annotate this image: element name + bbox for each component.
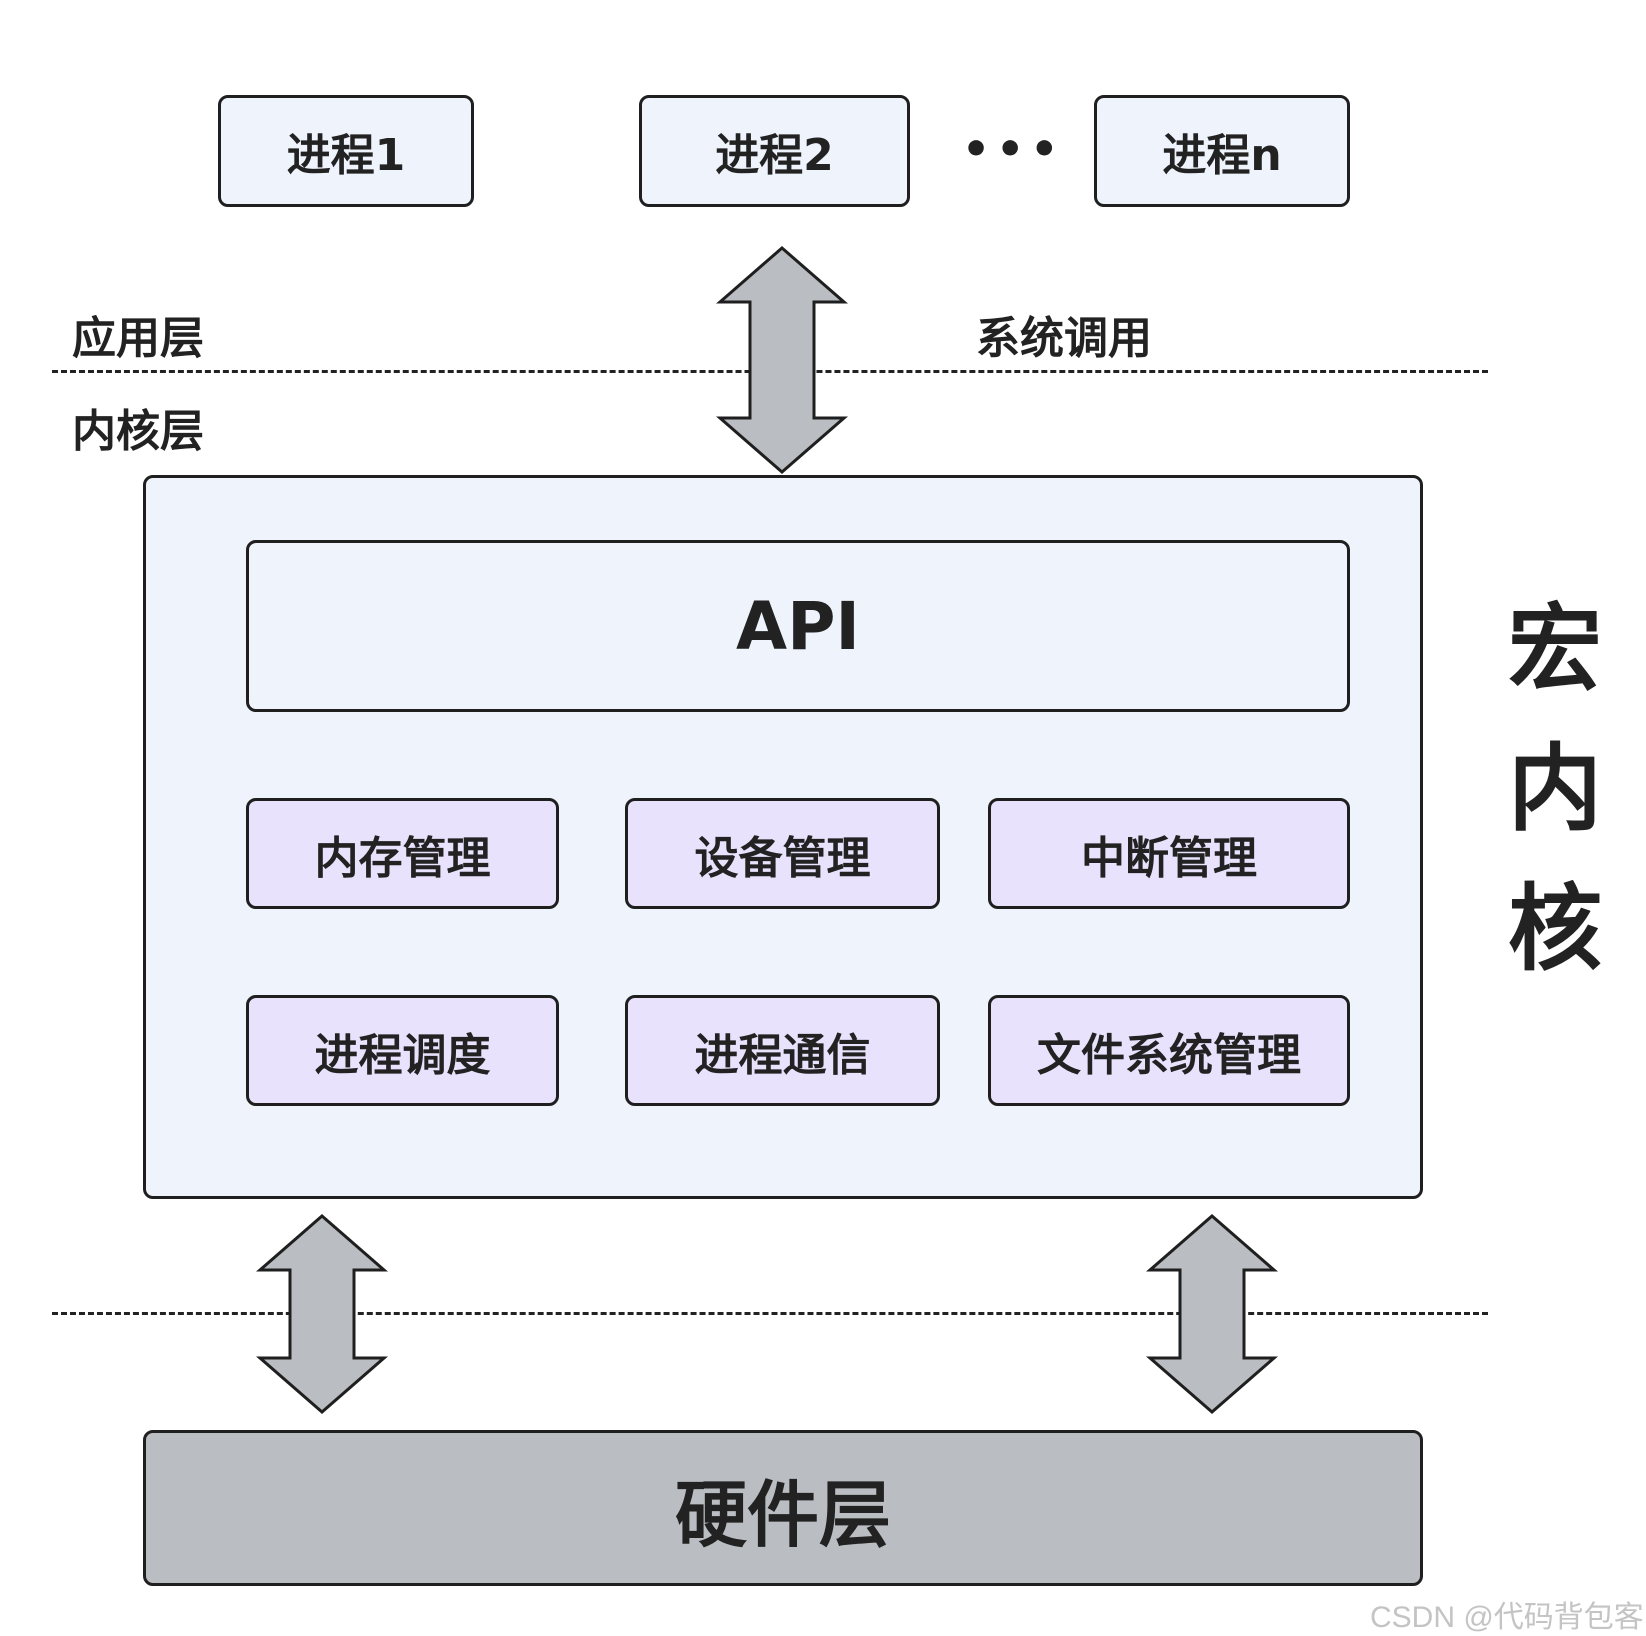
module-label: 进程调度 <box>314 1029 491 1081</box>
hardware-layer-label: 硬件层 <box>674 1472 891 1557</box>
module-label: 设备管理 <box>694 832 871 884</box>
hardware-layer-box: 硬件层 <box>143 1430 1423 1586</box>
process-ellipsis: ••• <box>962 124 1065 175</box>
kernel-hardware-divider <box>52 1312 1488 1315</box>
api-label: API <box>735 587 860 665</box>
module-device-management: 设备管理 <box>625 798 940 909</box>
kernel-layer-label: 内核层 <box>72 406 204 457</box>
watermark: CSDN @代码背包客 <box>1370 1601 1644 1634</box>
module-label: 中断管理 <box>1081 832 1257 884</box>
module-label: 内存管理 <box>314 832 491 884</box>
process-label: 进程1 <box>286 130 406 181</box>
process-label: 进程n <box>1162 130 1282 181</box>
process-label: 进程2 <box>715 130 834 181</box>
process-box-2: 进程2 <box>639 95 910 207</box>
app-layer-label: 应用层 <box>72 313 204 364</box>
module-process-scheduling: 进程调度 <box>246 995 559 1106</box>
module-interrupt-management: 中断管理 <box>988 798 1350 909</box>
side-label-char: 内 <box>1507 735 1602 844</box>
side-label-char: 核 <box>1507 875 1602 984</box>
module-label: 文件系统管理 <box>1037 1029 1301 1081</box>
process-box-1: 进程1 <box>218 95 474 207</box>
module-file-system-management: 文件系统管理 <box>988 995 1350 1106</box>
module-process-communication: 进程通信 <box>625 995 940 1106</box>
syscall-double-arrow <box>715 246 849 474</box>
module-label: 进程通信 <box>694 1029 871 1081</box>
syscall-label: 系统调用 <box>976 313 1152 364</box>
side-label-char: 宏 <box>1507 595 1602 704</box>
kernel-hardware-arrow-right <box>1145 1214 1279 1414</box>
module-memory-management: 内存管理 <box>246 798 559 909</box>
kernel-hardware-arrow-left <box>255 1214 389 1414</box>
api-box: API <box>246 540 1350 712</box>
process-box-n: 进程n <box>1094 95 1350 207</box>
